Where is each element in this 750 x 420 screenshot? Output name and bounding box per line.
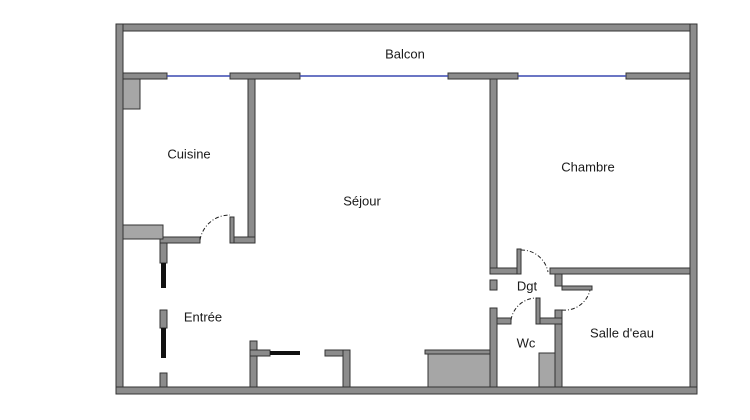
kitchen-bottom-wall-left [159, 236, 201, 244]
room-labels: Balcon Cuisine Séjour Chambre Entrée Dgt… [167, 46, 654, 350]
sejour-bottom-nook-left [249, 340, 258, 388]
kitchen-door-swing [199, 214, 231, 241]
wc-door-swing [510, 297, 538, 321]
outer-wall-right [689, 23, 698, 395]
outer-walls [115, 23, 698, 395]
wc-duct [538, 352, 556, 388]
room-label-dgt: Dgt [517, 278, 538, 293]
closet-door-2 [161, 328, 166, 358]
kitchen-door-jamb [229, 216, 235, 244]
wc-left-wall [489, 307, 498, 388]
closet-door-1 [161, 263, 166, 288]
sejour-walls [249, 340, 494, 388]
wc-walls [489, 279, 563, 388]
outer-wall-top [115, 23, 698, 32]
kitchen-bottom-wall-right [231, 236, 256, 244]
kitchen-door [199, 214, 231, 241]
room-label-cuisine: Cuisine [167, 146, 210, 161]
sejour-bottom-nook-right [342, 349, 351, 388]
sejour-cabinet [427, 351, 491, 388]
wc-top-wall-right [537, 317, 563, 325]
entree-wall-top [159, 242, 168, 264]
chambre-bottom-wall-right [549, 267, 691, 275]
salle-eau-door-swing [561, 289, 591, 311]
wc-top-wall-left [496, 317, 512, 325]
dgt-door [520, 249, 549, 273]
outer-wall-left [115, 23, 124, 395]
room-label-entree: Entrée [184, 309, 222, 324]
balcony-wall-segment-1 [122, 72, 168, 80]
chambre-walls [489, 78, 691, 275]
sejour-cabinet-frame [424, 349, 494, 355]
kitchen-counter [122, 224, 164, 240]
sejour-bottom-nook-top-left [249, 349, 271, 357]
nook-door [270, 351, 300, 355]
balcony-wall-segment-4 [625, 72, 691, 80]
balcony-wall-segment-2 [229, 72, 301, 80]
chambre-bottom-wall-left [489, 267, 519, 275]
sejour-right-wall [489, 78, 498, 275]
room-label-sejour: Séjour [343, 193, 381, 208]
outer-wall-bottom [115, 386, 698, 395]
balcony-wall [122, 72, 691, 80]
salle-eau-door-jamb [561, 285, 593, 291]
entree-wall-mid [159, 309, 168, 329]
room-label-balcon: Balcon [385, 46, 425, 61]
kitchen-right-wall [247, 78, 256, 244]
wc-door-jamb [535, 297, 541, 325]
wc-right-wall [554, 323, 563, 388]
wc-left-wall-top [489, 279, 498, 291]
kitchen-duct [122, 78, 141, 110]
room-label-chambre: Chambre [561, 159, 614, 174]
dgt-door-jamb [516, 248, 522, 275]
room-label-salle-eau: Salle d'eau [590, 325, 654, 340]
entree-wall [159, 242, 168, 388]
room-label-wc: Wc [517, 335, 536, 350]
entree-wall-bottom [159, 372, 168, 388]
dgt-door-swing [520, 249, 549, 273]
balcony-wall-segment-3 [447, 72, 519, 80]
salle-eau-left-wall-top [554, 273, 563, 287]
